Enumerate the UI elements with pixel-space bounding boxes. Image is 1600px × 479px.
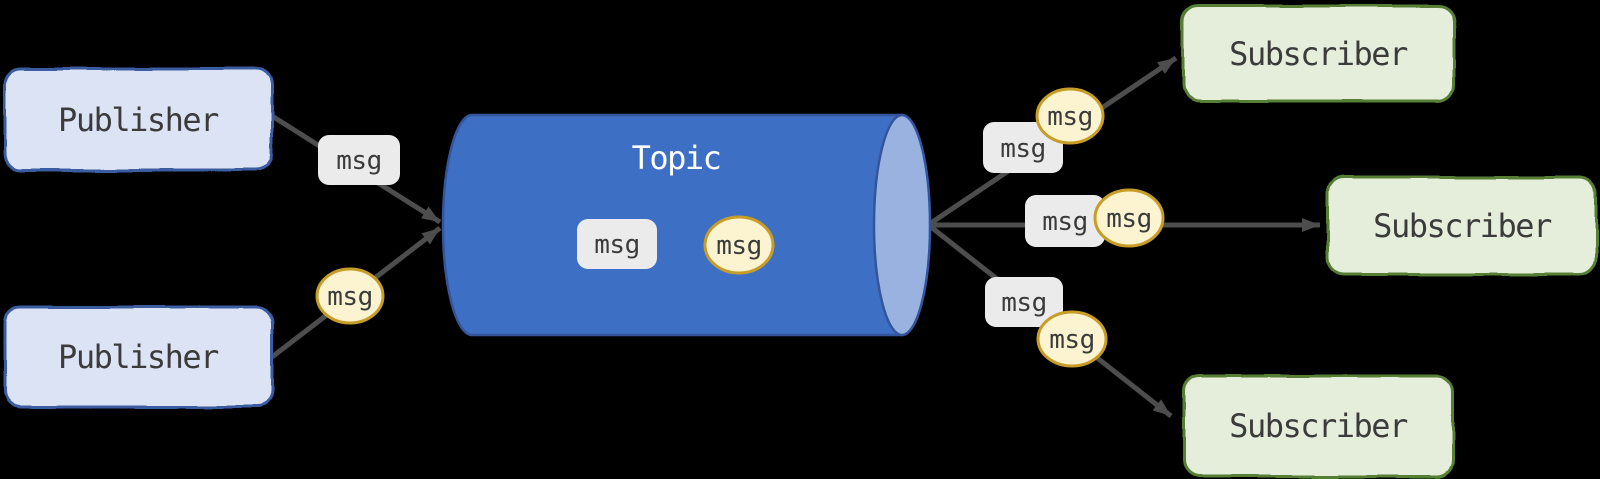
subscriber-node-2: Subscriber bbox=[1326, 175, 1598, 276]
topic-cylinder-cap bbox=[872, 113, 932, 337]
msg-rect-label: msg bbox=[1000, 134, 1045, 164]
msg-rect-label: msg bbox=[1001, 288, 1046, 318]
publisher-1-box bbox=[3, 67, 274, 172]
topic-node: Topic msg msg bbox=[441, 113, 932, 337]
msg-ellipse-badge bbox=[1035, 87, 1105, 145]
topic-cylinder-body bbox=[441, 113, 904, 337]
topic-label: Topic bbox=[632, 139, 721, 177]
topic-msg-ellipse-label: msg bbox=[716, 231, 761, 261]
msg-rect-label: msg bbox=[1042, 207, 1087, 237]
subscriber-node-3: Subscriber bbox=[1182, 374, 1455, 478]
publisher-node-2: Publisher bbox=[3, 305, 274, 409]
topic-msg-ellipse-badge bbox=[703, 215, 775, 275]
publisher-node-1: Publisher bbox=[3, 67, 274, 172]
edge-subscriber2-msgs: msg msg bbox=[1025, 188, 1165, 248]
subscriber-2-box bbox=[1326, 175, 1598, 276]
subscriber-3-label: Subscriber bbox=[1229, 407, 1408, 445]
msg-rect-badge bbox=[983, 122, 1063, 173]
msg-ellipse-badge bbox=[1093, 188, 1165, 248]
msg-ellipse-label: msg bbox=[1106, 204, 1151, 234]
subscriber-1-box bbox=[1181, 4, 1456, 103]
publisher-2-label: Publisher bbox=[58, 338, 219, 376]
edge-subscriber1-msgs: msg msg bbox=[983, 87, 1105, 173]
msg-ellipse-badge bbox=[1036, 310, 1108, 368]
publisher-2-box bbox=[3, 305, 274, 409]
msg-ellipse-label: msg bbox=[327, 282, 372, 312]
subscriber-node-1: Subscriber bbox=[1181, 4, 1456, 103]
msg-ellipse-badge bbox=[315, 267, 385, 325]
edge-subscriber3-msgs: msg msg bbox=[985, 277, 1108, 368]
msg-rect-badge bbox=[985, 277, 1063, 327]
edge-publisher1-msg: msg bbox=[318, 135, 400, 185]
msg-ellipse-label: msg bbox=[1049, 325, 1094, 355]
msg-rect-badge bbox=[1025, 195, 1105, 247]
subscriber-3-box bbox=[1182, 374, 1455, 478]
subscriber-1-label: Subscriber bbox=[1229, 35, 1408, 73]
msg-rect-label: msg bbox=[336, 146, 381, 176]
topic-msg-rect-badge bbox=[577, 219, 657, 269]
msg-rect-badge bbox=[318, 135, 400, 185]
subscriber-2-label: Subscriber bbox=[1373, 207, 1552, 245]
topic-msg-rect-label: msg bbox=[594, 230, 639, 260]
publisher-1-label: Publisher bbox=[58, 101, 219, 139]
edge-publisher2-msg: msg bbox=[315, 267, 385, 325]
msg-ellipse-label: msg bbox=[1047, 102, 1092, 132]
